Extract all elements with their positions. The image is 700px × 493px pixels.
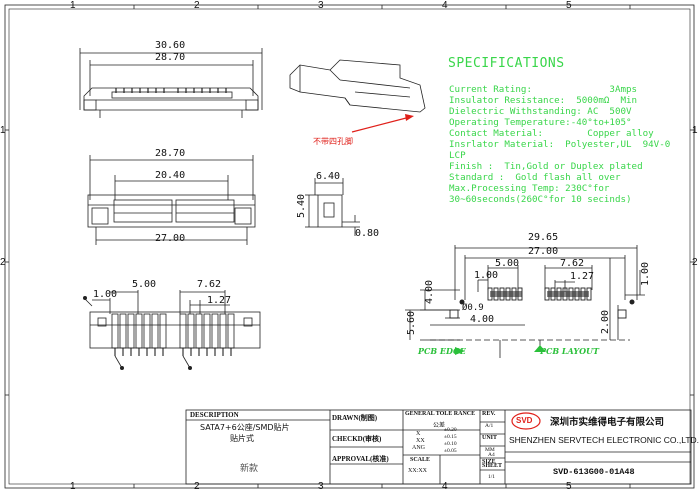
dim-bottom-width: 28.70: [155, 148, 186, 159]
spec-line-6: Insrlator Material: Polyester,UL 94V-0: [449, 139, 671, 150]
front-view: [79, 48, 263, 118]
dim-side-depth: 6.40: [316, 171, 341, 182]
pin-view: [83, 290, 261, 369]
dim-pcb-row: 4.00: [424, 279, 435, 304]
tb-checked-label: CHECKD(审核): [332, 435, 382, 443]
zone-bottom-5: 5: [566, 481, 572, 492]
zone-bottom-3: 3: [318, 481, 324, 492]
tb-tol-xx-val: ±0.15: [444, 434, 457, 440]
zone-left-2: 2: [0, 257, 6, 268]
tb-tol-xx: XX: [416, 438, 425, 444]
zone-bottom-2: 2: [194, 481, 200, 492]
spec-line-4: Operating Temperature:-40°to+105°: [449, 117, 632, 128]
frame-outer: [4, 4, 695, 489]
dim-pcb-right-pitch: 7.62: [560, 258, 585, 269]
spec-line-11: 30~60seconds(260C°for 10 secinds): [449, 194, 632, 205]
spec-line-10: Max.Processing Temp: 230C°for: [449, 183, 610, 194]
zone-left-1: 1: [0, 125, 6, 136]
tb-description-line: SATA7+6公座/SMD贴片: [200, 423, 290, 432]
dim-pcb-height: 5.60: [406, 310, 417, 335]
tb-approval-label: APPROVAL(核准): [332, 455, 389, 463]
dim-pin-left-pin: 1.00: [93, 289, 118, 300]
dim-pcb-left-pitch: 5.00: [495, 258, 520, 269]
zone-bottom-1: 1: [70, 481, 76, 492]
zone-top-4: 4: [442, 0, 448, 11]
spec-line-9: Standard : Gold flash all over: [449, 172, 621, 183]
dim-pcb-left-pin: 1.00: [474, 270, 499, 281]
spec-line-7: LCP: [449, 150, 466, 161]
tb-size-value: A4: [488, 452, 495, 458]
zone-bottom-4: 4: [442, 481, 448, 492]
tb-tolerance-sub: 公差: [433, 422, 446, 429]
dim-pcb-offset: 4.00: [470, 314, 495, 325]
tb-tolerance-label: GENERAL TOLE RANCE: [405, 411, 476, 417]
pcb-layout: [405, 245, 645, 358]
dim-pin-right-pin: 1.27: [207, 295, 232, 306]
dim-front-overall: 30.60: [155, 40, 186, 51]
bottom-view: [87, 155, 256, 245]
pcb-layout-label: PCB LAYOUT: [540, 346, 599, 356]
tb-tol-x: X: [416, 431, 421, 437]
tb-tol-ang-val: ±0.05: [444, 448, 457, 454]
tb-part-number: SVD-613G00-01A48: [553, 467, 635, 477]
tb-unit-label: UNIT: [482, 435, 498, 441]
spec-line-3: Dielectric Withstanding: AC 500V: [449, 106, 632, 117]
zone-top-5: 5: [566, 0, 572, 11]
tb-rev-value: A/1: [485, 423, 494, 429]
spec-line-1: Current Rating: 3Amps: [449, 84, 638, 95]
tb-sheet-value: 1/1: [488, 474, 496, 480]
tb-rev-label: REV.: [482, 411, 496, 417]
pcb-edge-label: PCB EDGE: [418, 346, 466, 356]
tb-scale-label: SCALE: [410, 457, 431, 463]
dim-pcb-hole: Ø0.9: [462, 303, 484, 313]
zone-right-2: 2: [692, 257, 698, 268]
iso-note: 不带四孔脚: [313, 137, 353, 146]
tb-unit-value: MM: [485, 447, 495, 453]
dim-front-inner: 28.70: [155, 52, 186, 63]
dim-pcb-side-pad: 1.00: [640, 261, 651, 286]
spec-line-2: Insulator Resistance: 5000mΩ Min: [449, 95, 638, 106]
title-block: [185, 409, 692, 485]
zone-top-3: 3: [318, 0, 324, 11]
zone-top-2: 2: [194, 0, 200, 11]
svd-logo: SVD: [516, 416, 533, 425]
spec-line-5: Contact Material: Copper alloy: [449, 128, 654, 139]
spec-title: SPECIFICATIONS: [448, 56, 565, 71]
spec-line-8: Finish : Tin,Gold or Duplex plated: [449, 161, 643, 172]
tb-tol-ang: ANG: [412, 445, 425, 451]
dim-pin-right-pitch: 7.62: [197, 279, 222, 290]
tb-scale-value: XX:XX: [408, 468, 427, 474]
dim-pcb-right-pin: 1.27: [570, 271, 595, 282]
tb-status: 新款: [240, 464, 259, 474]
dim-pcb-pad-depth: 2.00: [600, 309, 611, 334]
tb-description-label: DESCRIPTION: [190, 411, 239, 419]
tb-company-en: SHENZHEN SERVTECH ELECTRONIC CO.,LTD.: [509, 435, 700, 445]
dim-pcb-total: 29.65: [528, 232, 559, 243]
tb-size-label: SIZE: [482, 459, 496, 465]
svd-logo-ellipse: [511, 412, 541, 430]
tb-tol-xxx-val: ±0.10: [444, 441, 457, 447]
dim-bottom-cavity: 20.40: [155, 170, 186, 181]
note-arrow: [351, 116, 411, 133]
zone-right-1: 1: [692, 125, 698, 136]
dim-side-height: 5.40: [296, 193, 307, 218]
side-view: [305, 178, 360, 236]
zone-top-1: 1: [70, 0, 76, 11]
tb-description-line2: 贴片式: [230, 434, 254, 443]
tb-tol-x-val: ±0.20: [444, 427, 457, 433]
dim-pcb-span: 27.00: [528, 246, 559, 257]
tb-sheet-label: SHEET: [482, 463, 503, 469]
tb-drawn-label: DRAWN(制图): [332, 414, 378, 422]
tb-company-cn: 深圳市实维得电子有限公司: [550, 417, 665, 428]
iso-view: [289, 59, 426, 113]
dim-side-thickness: 0.80: [355, 228, 380, 239]
dim-bottom-span: 27.00: [155, 233, 186, 244]
dim-pin-left-pitch: 5.00: [132, 279, 157, 290]
